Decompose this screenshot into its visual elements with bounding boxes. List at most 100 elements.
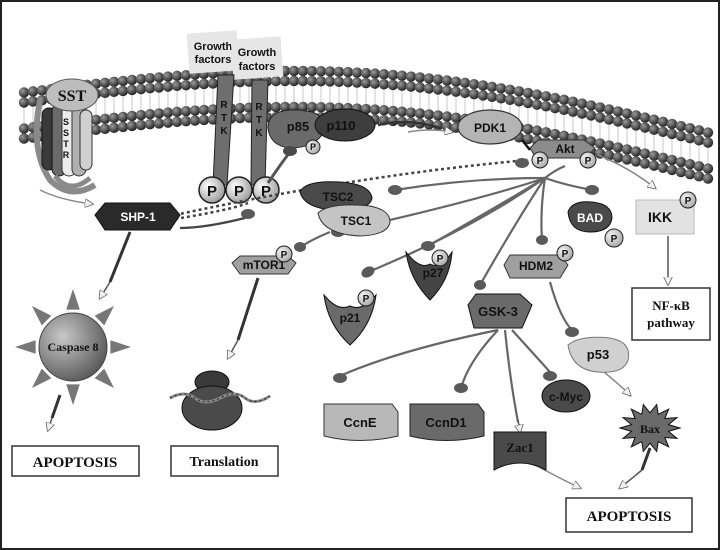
lipid-head bbox=[162, 81, 174, 92]
lipid-head bbox=[414, 72, 426, 83]
caspase-ray bbox=[31, 368, 52, 389]
lipid-head bbox=[126, 120, 138, 132]
pdk1-node: PDK1 bbox=[377, 109, 523, 145]
lipid-head bbox=[135, 109, 147, 121]
lipid-head bbox=[468, 88, 480, 100]
hdm2-p: P bbox=[562, 249, 569, 260]
lipid-head bbox=[306, 75, 318, 87]
rtk-left-t: T bbox=[221, 113, 227, 124]
apoptosis-right-label: APOPTOSIS bbox=[587, 509, 672, 525]
lipid-head bbox=[675, 130, 687, 142]
lipid-head bbox=[378, 105, 390, 116]
lipid-head bbox=[306, 101, 318, 113]
lipid-head bbox=[153, 108, 165, 119]
lipid-head bbox=[279, 101, 291, 113]
lipid-head bbox=[621, 154, 633, 165]
lipid-head bbox=[324, 76, 336, 87]
lipid-head bbox=[297, 65, 309, 77]
lipid-head bbox=[432, 120, 444, 131]
lipid-head bbox=[522, 87, 534, 99]
lipid-head bbox=[522, 133, 534, 145]
lipid-head bbox=[693, 161, 705, 172]
lipid-head bbox=[360, 103, 372, 115]
lipid-head bbox=[675, 166, 687, 178]
lipid-head bbox=[702, 137, 714, 148]
lipid-head bbox=[594, 138, 606, 149]
ikk-node: IKK P bbox=[635, 191, 697, 284]
lipid-head bbox=[414, 82, 426, 93]
lipid-head bbox=[117, 85, 129, 97]
growth-factors-2: Growth factors bbox=[230, 36, 284, 80]
rtk-receptor-left: R T K bbox=[212, 74, 235, 186]
lipid-head bbox=[540, 101, 552, 112]
lipid-head bbox=[585, 100, 597, 111]
lipid-head bbox=[693, 171, 705, 182]
lipid-head bbox=[360, 77, 372, 89]
lipid-head bbox=[396, 70, 408, 81]
caspase-ray bbox=[66, 384, 80, 405]
lipid-head bbox=[594, 148, 606, 159]
lipid-head bbox=[405, 71, 417, 82]
rtk-phosphates: P P P bbox=[198, 176, 280, 204]
lipid-head bbox=[234, 102, 246, 114]
lipid-head bbox=[279, 75, 291, 87]
lipid-head bbox=[369, 104, 381, 115]
lipid-head bbox=[180, 105, 192, 117]
zac1-label: Zac1 bbox=[506, 440, 533, 455]
lipid-head bbox=[351, 67, 363, 78]
lipid-head bbox=[531, 99, 543, 110]
lipid-head bbox=[621, 108, 633, 119]
lipid-head bbox=[567, 96, 579, 107]
lipid-head bbox=[135, 73, 147, 85]
lipid-head bbox=[180, 115, 192, 127]
p53-label: p53 bbox=[587, 347, 609, 362]
lipid-head bbox=[666, 118, 678, 130]
lipid-head bbox=[162, 71, 174, 82]
lipid-head bbox=[432, 84, 444, 95]
lipid-head bbox=[513, 96, 525, 107]
growth-factors-1-line1: Growth bbox=[194, 41, 233, 53]
lipid-head bbox=[459, 77, 471, 89]
lipid-head bbox=[702, 127, 714, 138]
tsc1-label: TSC1 bbox=[341, 214, 372, 228]
lipid-head bbox=[18, 87, 30, 98]
caspase8-node: Caspase 8 bbox=[15, 289, 131, 405]
lipid-head bbox=[396, 106, 408, 117]
translation-label: Translation bbox=[190, 455, 259, 470]
gsk3-label: GSK-3 bbox=[478, 304, 518, 319]
rtk-receptor-right: R T K bbox=[250, 79, 269, 186]
lipid-head bbox=[180, 69, 192, 81]
lipid-head bbox=[126, 84, 138, 96]
growth-factors-2-line2: factors bbox=[239, 61, 276, 73]
lipid-head bbox=[351, 77, 363, 88]
lipid-head bbox=[90, 124, 102, 136]
lipid-head bbox=[486, 81, 498, 93]
lipid-head bbox=[423, 73, 435, 84]
lipid-head bbox=[99, 87, 111, 99]
sstr-letter-1: S bbox=[63, 117, 69, 127]
lipid-head bbox=[144, 83, 156, 94]
lipid-head bbox=[144, 73, 156, 84]
lipid-head bbox=[108, 122, 120, 134]
lipid-head bbox=[675, 156, 687, 168]
lipid-head bbox=[423, 109, 435, 120]
caspase8-label: Caspase 8 bbox=[47, 340, 98, 354]
cmyc-node: c-Myc bbox=[541, 379, 591, 413]
growth-factors-1: Growth factors bbox=[186, 30, 240, 74]
p85-p: P bbox=[310, 142, 316, 152]
lipid-head bbox=[477, 80, 489, 91]
lipid-head bbox=[189, 115, 201, 126]
growth-factors-1-line2: factors bbox=[195, 54, 232, 66]
lipid-head bbox=[117, 111, 129, 123]
caspase-ray bbox=[31, 305, 52, 326]
lipid-head bbox=[387, 105, 399, 117]
lipid-head bbox=[666, 128, 678, 140]
ccne-label: CcnE bbox=[343, 415, 377, 430]
caspase-ray bbox=[94, 305, 115, 326]
rtk-p1: P bbox=[207, 183, 217, 200]
lipid-head bbox=[108, 112, 120, 124]
mtor-translation-arrow bbox=[228, 277, 260, 358]
lipid-head bbox=[162, 107, 174, 118]
pdk1-label: PDK1 bbox=[474, 121, 506, 135]
lipid-head bbox=[450, 76, 462, 87]
